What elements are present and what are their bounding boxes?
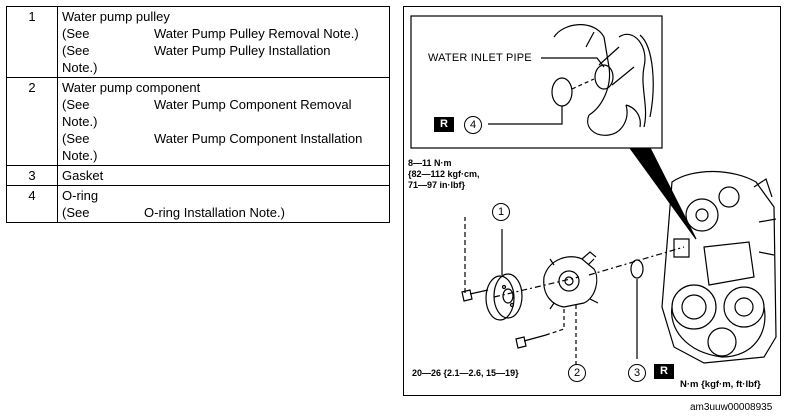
reference-note: (See Water Pump Component Installation — [62, 130, 385, 147]
torque-spec-lower: 20—26 {2.1—2.6, 15—19} — [412, 368, 519, 378]
component-bolt-drawing — [515, 334, 547, 349]
water-pump-component-drawing — [543, 251, 599, 310]
part-description: O-ring (See O-ring Installation Note.) — [57, 185, 390, 223]
reference-wrap[interactable]: Note.) — [62, 114, 98, 129]
part-number: 2 — [6, 77, 58, 166]
part-number: 1 — [6, 6, 58, 78]
torque-line: 8—11 N·m — [408, 158, 452, 168]
callout-3[interactable]: 3 — [628, 364, 646, 382]
pulley-bolt-drawing — [461, 289, 489, 302]
gasket-drawing — [630, 259, 644, 279]
reference-wrap[interactable]: Note.) — [62, 148, 98, 163]
parts-table: 1 Water pump pulley (See Water Pump Pull… — [6, 6, 390, 223]
see-label: (See — [62, 205, 90, 220]
torque-line: 71—97 in·lbf} — [408, 180, 466, 190]
reference-link[interactable]: O-ring Installation Note.) — [144, 205, 285, 220]
part-name: Water pump component — [62, 80, 201, 95]
torque-line: {82—112 kgf·cm, — [408, 169, 480, 179]
reference-note: (See Water Pump Pulley Installation — [62, 42, 385, 59]
water-inlet-pipe-label: WATER INLET PIPE — [428, 52, 532, 64]
water-pump-pulley-drawing — [485, 273, 523, 321]
see-label: (See — [62, 97, 90, 112]
part-name: O-ring — [62, 188, 99, 203]
reference-note: (See O-ring Installation Note.) — [62, 204, 385, 221]
reference-note: (See Water Pump Pulley Removal Note.) — [62, 25, 385, 42]
reference-note: (See Water Pump Component Removal — [62, 96, 385, 113]
replace-badge: R — [654, 364, 674, 379]
part-description: Water pump pulley (See Water Pump Pulley… — [57, 6, 390, 78]
inset-pointer — [629, 147, 697, 240]
see-label: (See — [62, 131, 90, 146]
callout-4[interactable]: 4 — [464, 116, 482, 134]
callout-1[interactable]: 1 — [492, 203, 510, 221]
bolt-path-line — [545, 307, 565, 336]
table-row: 3 Gasket — [6, 165, 390, 186]
see-label: (See — [62, 26, 90, 41]
inset-label-leader — [541, 57, 605, 68]
callout-2[interactable]: 2 — [568, 364, 586, 382]
figure-id: am3uuw00008935 — [690, 402, 773, 413]
reference-link[interactable]: Water Pump Pulley Installation — [154, 43, 331, 58]
torque-spec-upper: 8—11 N·m {82—112 kgf·cm, 71—97 in·lbf} — [408, 158, 480, 191]
part-number: 4 — [6, 185, 58, 223]
part-name: Water pump pulley — [62, 9, 170, 24]
part-description: Gasket — [57, 165, 390, 186]
table-row: 4 O-ring (See O-ring Installation Note.) — [6, 185, 390, 223]
engine-block-drawing — [661, 170, 777, 364]
inset-water-inlet-pipe — [553, 24, 654, 136]
exploded-view-figure: WATER INLET PIPE R 4 8—11 N·m {82—112 kg… — [403, 6, 781, 396]
replace-badge: R — [434, 117, 454, 132]
reference-wrap[interactable]: Note.) — [62, 60, 98, 75]
part-name: Gasket — [62, 168, 104, 183]
part-number: 3 — [6, 165, 58, 186]
table-row: 1 Water pump pulley (See Water Pump Pull… — [6, 6, 390, 78]
reference-link[interactable]: Water Pump Pulley Removal Note.) — [154, 26, 359, 41]
callout-4-leader — [488, 106, 563, 125]
see-label: (See — [62, 43, 90, 58]
unit-note: N·m {kgf·m, ft·lbf} — [680, 379, 761, 390]
figure-drawing — [410, 15, 777, 365]
reference-link[interactable]: Water Pump Component Removal — [154, 97, 352, 112]
reference-link[interactable]: Water Pump Component Installation — [154, 131, 363, 146]
part-description: Water pump component (See Water Pump Com… — [57, 77, 390, 166]
assembly-centerline — [493, 246, 685, 298]
table-row: 2 Water pump component (See Water Pump C… — [6, 77, 390, 166]
